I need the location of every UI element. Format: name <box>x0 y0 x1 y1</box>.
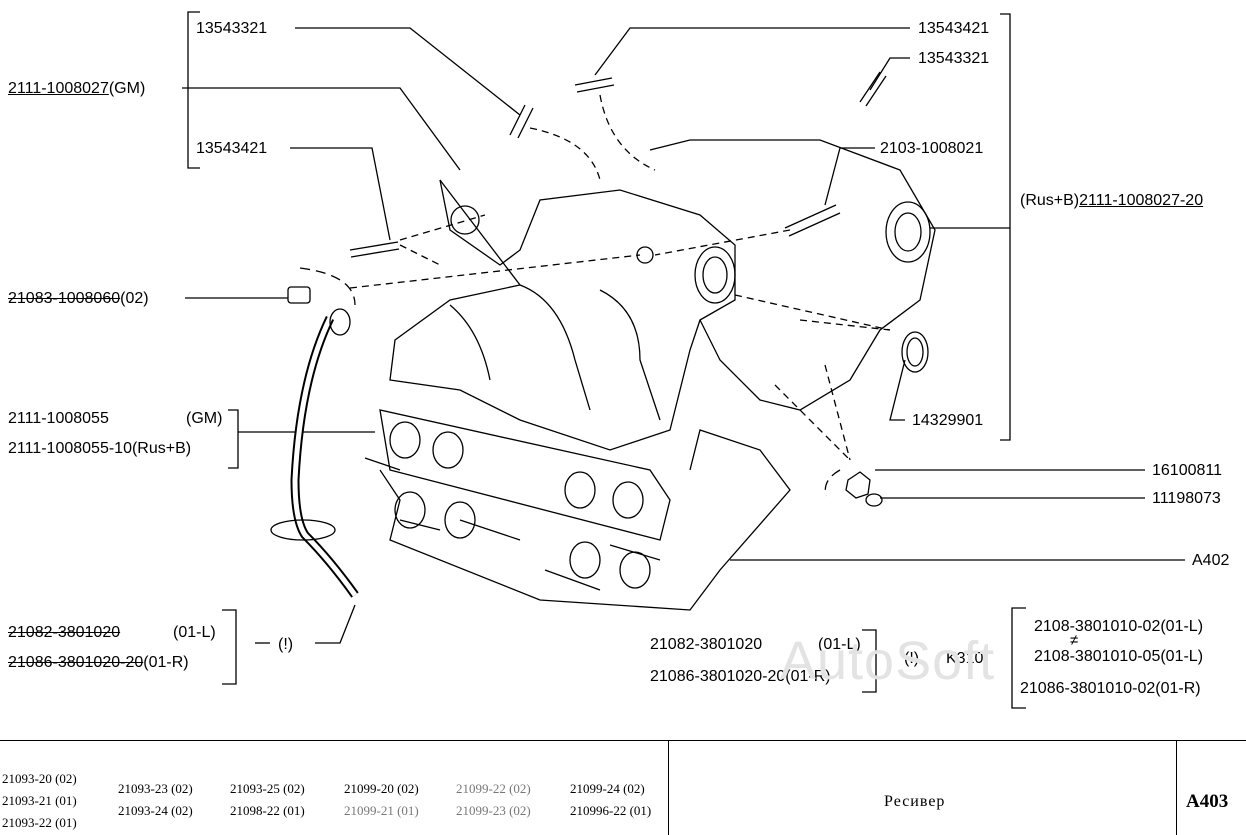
bracket-hose-right <box>1011 607 1026 709</box>
model-r2-5: 210996-22 (01) <box>570 803 652 818</box>
label-stud-13543421-left: 13543421 <box>196 140 268 157</box>
manifold-rusb-tag: (Rus+B) <box>1020 192 1080 209</box>
label-ref-a402: A402 <box>1192 552 1230 569</box>
not-equal-icon: ≠ <box>1070 632 1079 649</box>
label-hose-left-l: 21082-3801020 (01-L) <box>8 624 216 642</box>
model-r1-3: 21099-20 (02) <box>344 781 419 796</box>
model-r1-4: 21099-22 (02) <box>456 781 531 796</box>
watermark: AutoSoft <box>780 631 996 691</box>
label-gasket-gm: 2111-1008055 (GM) <box>8 410 222 428</box>
model-col1-1: 21093-20 (02) <box>2 771 77 786</box>
plug-tag: (02) <box>120 290 149 307</box>
label-hose-left-r: 21086-3801020-20(01-R) <box>8 654 189 672</box>
hose-r-tag: (01-R) <box>143 654 189 671</box>
model-r2-2: 21098-22 (01) <box>230 803 305 818</box>
gasket-gm-tag: (GM) <box>186 410 223 427</box>
model-col1-2: 21093-21 (01) <box>2 793 77 808</box>
manifold-exploded-diagram <box>182 11 1185 709</box>
model-r1-5: 21099-24 (02) <box>570 781 645 796</box>
model-col1-3: 21093-22 (01) <box>2 815 77 830</box>
label-plug: 21083-1008060(02) <box>8 290 149 308</box>
label-k310: K310 <box>946 650 984 667</box>
model-r2-1: 21093-24 (02) <box>118 803 193 818</box>
manifold-gm-code: 2111-1008027 <box>8 80 109 97</box>
footer-title: Ресивер <box>884 793 946 810</box>
label-stud-13543321-right: 13543321 <box>918 50 990 67</box>
label-seal-ring: 14329901 <box>912 412 984 429</box>
label-right-3: 21086-3801010-02(01-R) <box>1020 680 1201 697</box>
label-hose-mid-r: 21086-3801020-20(01-R) <box>650 668 831 685</box>
label-washer: 11198073 <box>1152 490 1221 507</box>
model-r2-4: 21099-23 (02) <box>456 803 531 818</box>
label-bolt-2103: 2103-1008021 <box>880 140 984 157</box>
hose-r-code: 21086-3801020-20 <box>8 654 144 671</box>
bracket-hose-mid <box>862 629 877 693</box>
hose-l-code: 21082-3801020 <box>8 624 121 641</box>
label-excl-mid: (!) <box>904 650 920 667</box>
model-r1-2: 21093-25 (02) <box>230 781 305 796</box>
label-manifold-rusb: (Rus+B)2111-1008027-20 <box>1020 192 1203 210</box>
hose-l-tag: (01-L) <box>173 624 216 641</box>
label-manifold-gm: 2111-1008027(GM) <box>8 80 145 98</box>
manifold-rusb-code: 2111-1008027-20 <box>1079 192 1204 209</box>
model-r1-1: 21093-23 (02) <box>118 781 193 796</box>
bracket-hose-left <box>222 609 237 685</box>
manifold-gm-tag: (GM) <box>108 80 146 97</box>
label-stud-13543421-top: 13543421 <box>918 20 990 37</box>
plug-code: 21083-1008060 <box>8 290 121 307</box>
label-stud-13543321-top: 13543321 <box>196 20 268 37</box>
label-hose-mid-l: 21082-3801020 (01-L) <box>650 636 861 654</box>
bracket-top-left <box>187 11 200 169</box>
model-r2-3: 21099-21 (01) <box>344 803 419 818</box>
label-excl-left: (!) <box>278 636 294 653</box>
label-nut: 16100811 <box>1152 462 1222 479</box>
gasket-gm-code: 2111-1008055 <box>8 410 109 427</box>
label-right-1: 2108-3801010-02(01-L) <box>1034 618 1204 635</box>
mid-l-code: 21082-3801020 <box>650 636 763 653</box>
bracket-right <box>1000 13 1011 441</box>
mid-l-tag: (01-L) <box>818 636 861 653</box>
label-gasket-rusb: 2111-1008055-10(Rus+B) <box>8 440 192 457</box>
footer-table: 21093-20 (02) 21093-21 (01) 21093-22 (01… <box>0 740 1246 835</box>
bracket-gasket <box>228 409 239 469</box>
footer-code: A403 <box>1186 791 1229 812</box>
label-right-2: 2108-3801010-05(01-L) <box>1034 648 1204 665</box>
